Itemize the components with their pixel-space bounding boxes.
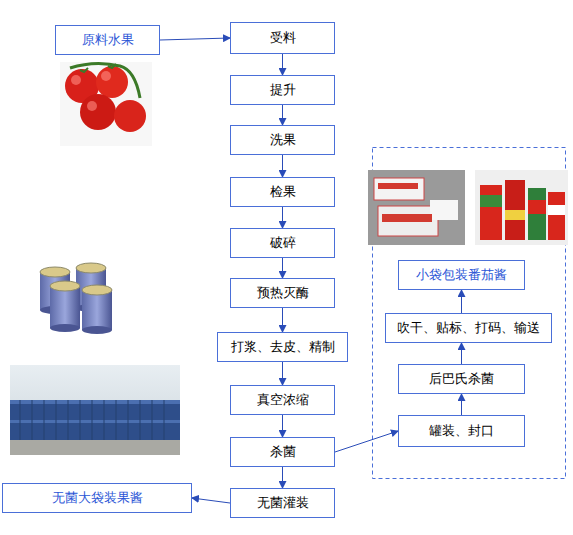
- box-label: 洗果: [270, 132, 296, 148]
- process-box: 后巴氏杀菌: [398, 364, 525, 394]
- flow-arrow: [282, 258, 283, 278]
- tomato-picture: [60, 62, 152, 146]
- can-picture: [475, 170, 568, 245]
- process-box: 杀菌: [230, 437, 335, 467]
- box-label: 罐装、封口: [429, 423, 494, 439]
- flow-arrow: [192, 498, 230, 503]
- process-box: 受料: [230, 22, 335, 54]
- box-label: 真空浓缩: [257, 392, 309, 408]
- packet-picture: [368, 170, 465, 245]
- flow-arrow: [282, 308, 283, 332]
- process-box: 检果: [230, 177, 335, 207]
- flow-arrow: [282, 467, 283, 488]
- flow-arrow: [282, 155, 283, 177]
- box-label: 受料: [270, 30, 296, 46]
- box-label: 杀菌: [270, 444, 296, 460]
- flow-arrow: [461, 343, 462, 364]
- flow-arrow: [282, 415, 283, 437]
- flow-arrow: [160, 38, 230, 40]
- barrel-yard-picture: [10, 365, 180, 455]
- process-box: 预热灭酶: [230, 278, 335, 308]
- box-label: 无菌灌装: [257, 495, 309, 511]
- box-label: 后巴氏杀菌: [429, 371, 494, 387]
- flow-arrow: [282, 207, 283, 228]
- flow-arrow: [461, 394, 462, 415]
- flow-arrow: [282, 105, 283, 125]
- box-label: 吹干、贴标、打码、输送: [397, 320, 540, 336]
- product-box: 无菌大袋装果酱: [2, 483, 192, 513]
- process-box: 罐装、封口: [398, 415, 525, 447]
- product-box: 小袋包装番茄酱: [398, 260, 525, 290]
- process-box: 打浆、去皮、精制: [217, 332, 348, 362]
- process-box: 提升: [230, 75, 335, 105]
- box-label: 无菌大袋装果酱: [52, 490, 143, 506]
- box-label: 原料水果: [82, 32, 134, 48]
- process-box: 无菌灌装: [230, 488, 335, 518]
- box-label: 打浆、去皮、精制: [231, 339, 335, 355]
- dashed-region: [373, 148, 566, 479]
- box-label: 破碎: [270, 235, 296, 251]
- flow-arrow: [282, 54, 283, 75]
- flow-arrow: [461, 290, 462, 313]
- process-box: 洗果: [230, 125, 335, 155]
- flow-arrow: [282, 362, 283, 385]
- process-box: 真空浓缩: [230, 385, 335, 415]
- drum-picture: [40, 263, 112, 334]
- box-label: 提升: [270, 82, 296, 98]
- box-label: 小袋包装番茄酱: [416, 267, 507, 283]
- product-box: 原料水果: [55, 25, 160, 55]
- flow-arrow: [335, 431, 398, 452]
- box-label: 检果: [270, 184, 296, 200]
- process-box: 破碎: [230, 228, 335, 258]
- process-box: 吹干、贴标、打码、输送: [385, 313, 552, 343]
- box-label: 预热灭酶: [257, 285, 309, 301]
